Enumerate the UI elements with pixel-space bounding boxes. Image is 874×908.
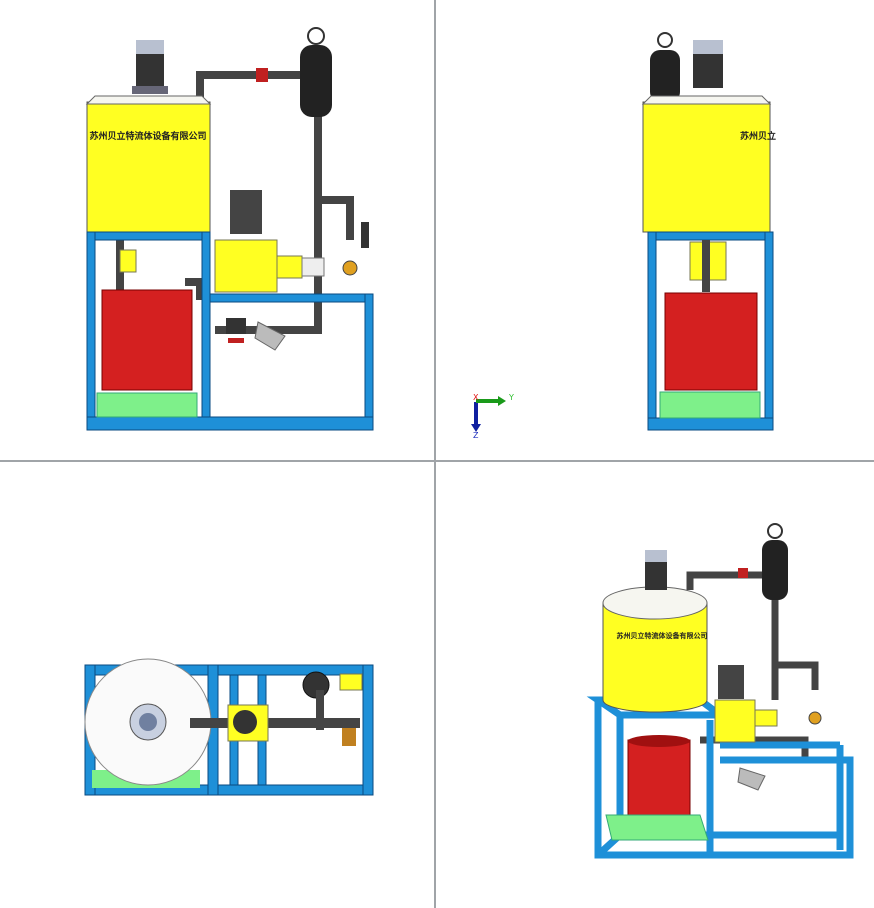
pulsation-damper (762, 540, 788, 600)
metering-pump (214, 239, 278, 293)
y-strainer (737, 767, 766, 791)
chemical-barrel (101, 289, 193, 391)
strainer-top (342, 728, 356, 746)
discharge-pipe (190, 718, 360, 728)
orientation-triad: X Y Z (471, 393, 514, 440)
suction-pipe (702, 240, 710, 292)
pressure-gauge-icon (307, 27, 325, 45)
pump-head (754, 709, 778, 727)
frame (86, 231, 374, 431)
pump-motor (718, 665, 744, 699)
valve-top (339, 673, 363, 691)
tank-label-partial: 苏州贝立 (740, 130, 776, 142)
motor-cap (645, 550, 667, 562)
y-strainer (254, 321, 286, 351)
triad-y-label: Y (508, 393, 514, 402)
tank-label: 苏州贝立特流体设备有限公司 (617, 631, 708, 640)
triad-x-label: X (473, 393, 479, 402)
valve-handle (228, 338, 244, 343)
tank-label: 苏州贝立特流体设备有限公司 (89, 130, 206, 142)
valve-handwheel-icon (342, 260, 358, 276)
tank-body (642, 101, 771, 233)
agitator-motor (136, 52, 164, 88)
valve-handwheel-icon (808, 711, 822, 725)
pressure-gauge-icon (767, 523, 783, 539)
metering-pump (714, 699, 756, 743)
level-switch (119, 249, 137, 273)
agitator-motor (645, 560, 667, 590)
pulsation-damper (650, 50, 680, 102)
tank-lid (602, 586, 708, 620)
tank-body (602, 602, 708, 713)
frame (647, 231, 774, 431)
motor-shaft (139, 713, 157, 731)
ball-valve (256, 68, 268, 82)
triad-z-label: Z (473, 431, 479, 440)
union-valve (226, 318, 246, 334)
chemical-barrel (664, 292, 758, 391)
pump-head (276, 255, 303, 279)
pressure-gauge-icon (657, 32, 673, 48)
pump-motor (230, 190, 262, 234)
tank-lid (85, 95, 212, 105)
tank-body (86, 101, 211, 233)
side-view[interactable]: 苏州贝立 (641, 32, 776, 431)
motor-cap (136, 40, 164, 54)
pump-motor-top (233, 710, 257, 734)
tank-lid (641, 95, 772, 105)
hand-valve (361, 222, 369, 248)
motor-base (132, 86, 168, 94)
agitator-motor (693, 52, 723, 88)
barrel-pad (605, 814, 709, 841)
ball-valve (738, 568, 748, 578)
piping (116, 71, 354, 334)
barrel-pad (96, 392, 198, 418)
barrel-top (628, 735, 690, 747)
motor-cap (693, 40, 723, 54)
pulsation-damper (300, 45, 332, 117)
isometric-view[interactable]: 苏州贝立特流体设备有限公司 (586, 523, 854, 859)
front-view[interactable]: 苏州贝立特流体设备有限公司 (85, 27, 374, 431)
barrel-pad (659, 391, 761, 419)
top-view[interactable] (84, 658, 374, 796)
pipe-riser (316, 690, 324, 730)
check-valve (301, 257, 325, 277)
